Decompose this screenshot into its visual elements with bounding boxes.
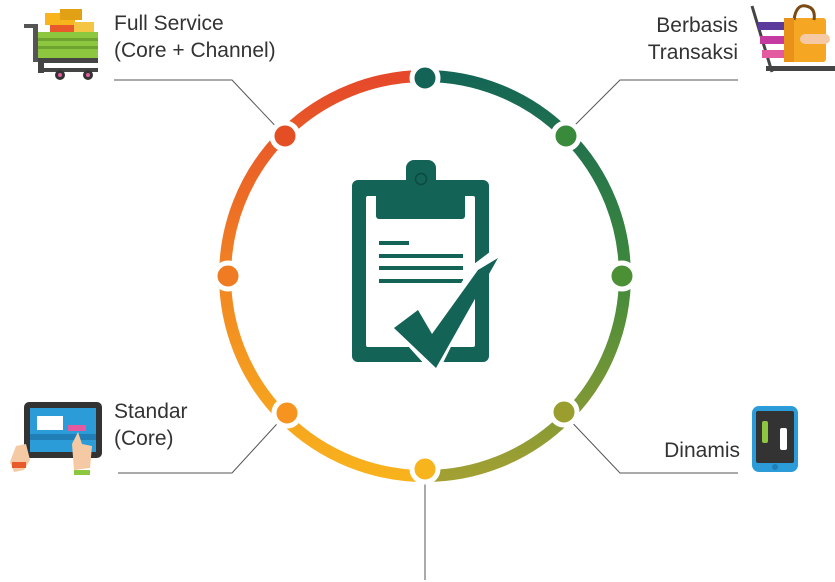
label-transaction: Berbasis Transaksi	[648, 12, 738, 66]
label-full-service-line2: (Core + Channel)	[114, 39, 276, 62]
ring-nodes	[212, 62, 638, 485]
leader-line-standard	[118, 413, 287, 474]
label-full-service-line1: Full Service	[114, 12, 224, 35]
node-right	[606, 260, 638, 292]
leader-line-dynamic	[563, 413, 738, 474]
node-upper-right	[550, 120, 582, 152]
leader-lines	[114, 79, 738, 580]
label-transaction-line1: Berbasis	[656, 14, 738, 37]
shopping-cart-icon	[24, 9, 98, 80]
shopping-bag-icon	[750, 4, 835, 73]
label-dynamic: Dinamis	[664, 437, 740, 464]
label-dynamic-line1: Dinamis	[664, 439, 740, 462]
leader-line-transaction	[565, 79, 738, 135]
node-bottom	[409, 453, 441, 485]
label-standard-line1: Standar	[114, 400, 188, 423]
node-upper-left	[269, 120, 301, 152]
label-standard-line2: (Core)	[114, 427, 174, 450]
label-standard: Standar (Core)	[114, 398, 188, 452]
label-transaction-line2: Transaksi	[647, 41, 738, 64]
node-lower-left	[271, 397, 303, 429]
smartphone-icon	[752, 406, 798, 472]
clipboard-check-icon	[352, 160, 503, 377]
node-left	[212, 260, 244, 292]
label-full-service: Full Service (Core + Channel)	[114, 10, 276, 64]
leader-line-full-service	[114, 79, 284, 135]
tablet-touch-icon	[10, 402, 102, 475]
node-lower-right	[548, 396, 580, 428]
node-top	[409, 62, 441, 94]
